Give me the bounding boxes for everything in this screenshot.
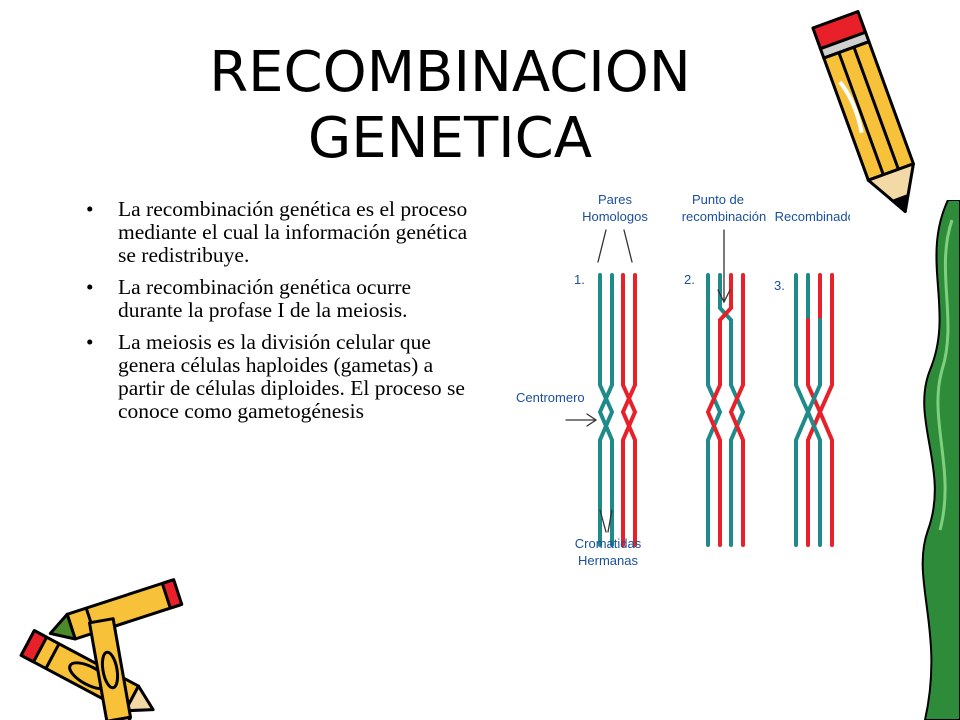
step-label-3: 3. <box>774 278 785 293</box>
label-homologos: Homologos <box>582 209 648 224</box>
bullet-item: •La recombinación genética es el proceso… <box>86 197 468 267</box>
ribbon-icon <box>921 200 960 720</box>
pencil-icon <box>811 10 915 213</box>
label-pares: Pares <box>598 192 632 207</box>
bullet-text: La recombinación genética ocurre durante… <box>118 275 412 322</box>
bullet-item: •La meiosis es la división celular que g… <box>86 330 465 423</box>
label-recombinacion: recombinación <box>682 209 767 224</box>
chromosome-pair-3 <box>794 273 834 547</box>
label-hermanas: Hermanas <box>578 553 638 568</box>
slide-title: RECOMBINACION GENETICA <box>110 40 790 172</box>
label-punto-de: Punto de <box>692 192 744 207</box>
label-cromatidas: Cromatidas <box>575 536 642 551</box>
label-centromero: Centromero <box>516 390 585 405</box>
chromosome-pair-1 <box>597 273 638 547</box>
step-label-2: 2. <box>684 272 695 287</box>
chromosome-pair-2 <box>705 273 746 547</box>
bullet-list: •La recombinación genética es el proceso… <box>86 198 471 432</box>
step-label-1: 1. <box>574 272 585 287</box>
title-line-2: GENETICA <box>307 106 593 171</box>
bullet-text: La recombinación genética es el proceso … <box>118 197 468 267</box>
recombination-diagram: Pares Homologos Punto de recombinación R… <box>516 192 850 568</box>
title-line-1: RECOMBINACION <box>209 40 691 105</box>
label-recombinados: Recombinados <box>775 209 850 224</box>
bullet-text: La meiosis es la división celular que ge… <box>118 330 465 423</box>
bullet-item: •La recombinación genética ocurre durant… <box>86 275 412 322</box>
crayons-icon <box>19 578 184 720</box>
